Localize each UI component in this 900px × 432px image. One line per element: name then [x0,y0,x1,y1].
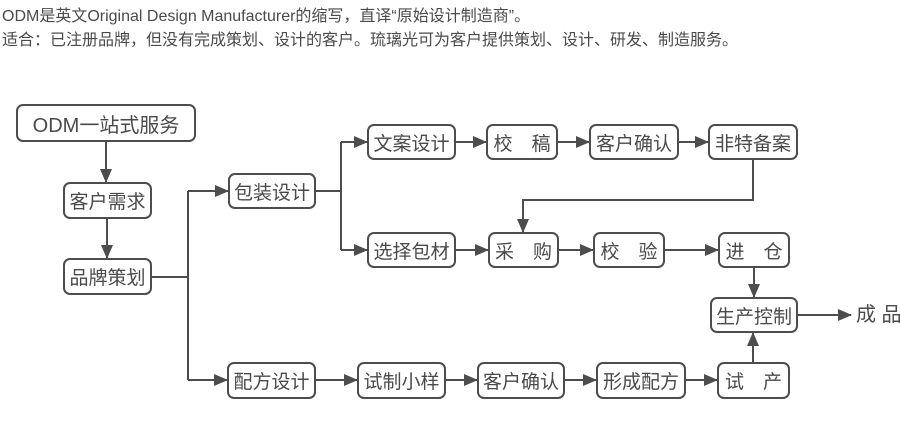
node-select-packaging: 选择包材 [367,232,456,268]
node-copy-design: 文案设计 [367,124,456,160]
node-trial-production: 试 产 [717,362,790,399]
node-warehousing: 进 仓 [718,232,790,268]
node-form-formula: 形成配方 [596,362,686,399]
node-purchase: 采 购 [488,232,559,268]
node-client-confirm-top: 客户确认 [589,124,679,160]
node-odm-service: ODM一站式服务 [16,104,196,142]
node-brand-planning: 品牌策划 [63,258,152,295]
node-inspection: 校 验 [593,232,665,268]
node-customer-needs: 客户需求 [63,182,152,219]
node-production-control: 生产控制 [710,297,798,333]
node-formula-design: 配方设计 [227,362,316,399]
node-client-confirm-bottom: 客户确认 [477,362,565,399]
description-line-1: ODM是英文Original Design Manufacturer的缩写，直译… [2,8,531,25]
node-proofreading: 校 稿 [486,124,558,160]
node-packaging-design: 包装设计 [228,173,316,209]
description-text: ODM是英文Original Design Manufacturer的缩写，直译… [2,5,738,53]
node-special-filing: 非特备案 [708,124,798,160]
connector-special-filing-to-purchase [517,160,754,233]
node-trial-sample: 试制小样 [357,362,446,399]
label-finished-product: 成 品 [856,304,900,326]
description-line-2: 适合：已注册品牌，但没有完成策划、设计的客户。琉璃光可为客户提供策划、设计、研发… [2,32,739,49]
